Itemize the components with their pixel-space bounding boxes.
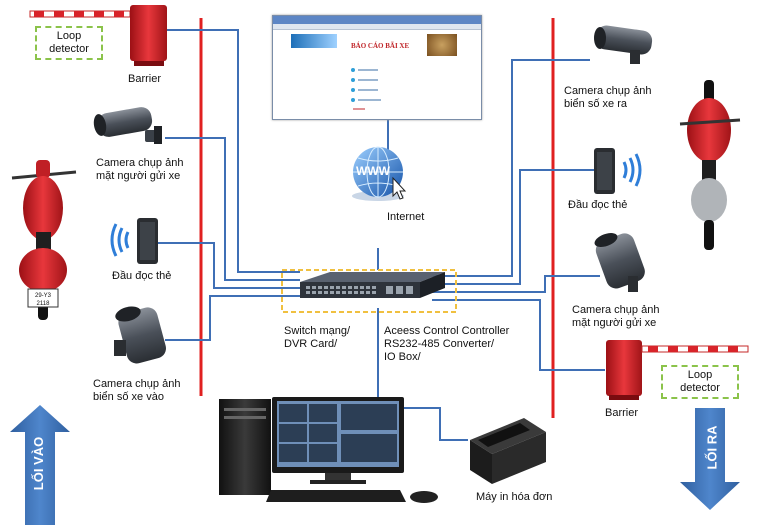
camera-face-out-label: Camera chụp ảnh mặt người gửi xe [572,304,660,329]
barrier-left-icon [29,5,167,66]
camera-plate-in-icon [114,306,166,364]
switch-label: Switch mạng/ DVR Card/ [284,325,351,350]
www-label: WWW [356,164,390,178]
loop-detector-right: Loop detector [661,365,739,399]
internet-globe-icon [352,146,407,201]
motorcycle-right-icon [679,80,741,250]
card-reader-left-icon [110,218,158,264]
page-banner-image [427,34,457,56]
network-wiring [158,29,605,441]
exit-arrow-label: LỐI RA [704,425,720,470]
entry-arrow-label: LỐI VÀO [31,436,47,491]
entry-arrow-icon [10,405,70,525]
camera-face-out-icon [594,233,645,292]
report-link-list [351,68,381,110]
report-title: BÁO CÁO BÃI XE [351,42,410,50]
exit-arrow-icon [680,408,740,510]
barrier-right-label: Barrier [605,407,639,419]
barrier-left-label: Barrier [128,73,162,85]
page-logo [291,34,337,48]
camera-plate-out-label: Camera chụp ảnh biển số xe ra [564,85,652,110]
loop-detector-left: Loop detector [35,26,103,60]
camera-plate-out-icon [594,25,653,64]
barrier-right-icon [606,340,749,400]
internet-label: Internet [387,211,425,223]
controller-label: Aceess Control Controller RS232-485 Conv… [384,325,510,363]
camera-face-in-label: Camera chụp ảnh mặt người gửi xe [96,157,184,182]
browser-page [291,34,461,112]
camera-plate-in-label: Camera chụp ảnh biển số xe vào [93,378,181,403]
card-reader-right-label: Đầu đọc thẻ [568,199,628,211]
computer-icon [219,397,438,503]
receipt-printer-icon [470,418,546,484]
report-browser-window: BÁO CÁO BÃI XE [272,15,482,120]
card-reader-right-icon [594,148,642,194]
browser-titlebar [273,16,481,24]
plate-line-2: 2118 [37,301,51,307]
printer-label: Máy in hóa đơn [476,491,553,503]
camera-face-in-icon [93,107,162,144]
network-switch [300,272,445,298]
plate-line-1: 29-Y3 [35,293,52,299]
motorcycle-left-icon [11,160,77,320]
switch-group-box [281,269,457,313]
card-reader-left-label: Đầu đọc thẻ [112,270,172,282]
browser-toolbar [273,24,481,30]
